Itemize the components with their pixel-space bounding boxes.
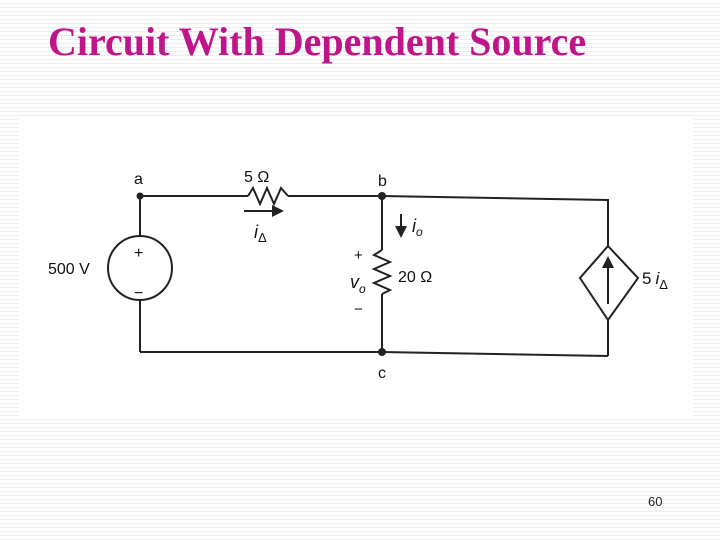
voltage-source-value: 500 V — [48, 261, 90, 278]
dependent-source-symbol: i — [655, 269, 660, 288]
slide-title: Circuit With Dependent Source — [48, 19, 587, 64]
wire-b-to-right — [381, 195, 609, 246]
v-o-label: vo — [350, 272, 366, 296]
i-delta-subscript: Δ — [258, 230, 267, 245]
dependent-source-coefficient: 5 — [642, 269, 651, 288]
i-o-subscript: o — [416, 225, 423, 239]
i-delta-label: iΔ — [254, 222, 267, 245]
voltage-source-plus: + — [134, 245, 143, 262]
dependent-source-subscript: Δ — [659, 277, 668, 292]
node-b-label: b — [378, 173, 387, 190]
i-delta-arrow-head — [272, 205, 284, 217]
node-a-label: a — [134, 171, 143, 188]
v-o-minus: − — [354, 301, 363, 318]
v-o-plus: + — [354, 247, 363, 264]
voltage-source-minus: − — [134, 285, 143, 302]
resistor-20-ohm — [371, 249, 393, 295]
i-o-arrow-shaft — [400, 214, 402, 232]
resistor-5-ohm — [247, 185, 289, 207]
i-delta-symbol: i — [254, 222, 259, 242]
node-c-dot — [378, 348, 386, 356]
node-a-dot — [136, 192, 144, 200]
series-resistor-value: 5 Ω — [244, 169, 269, 186]
page-number: 60 — [648, 494, 663, 509]
i-o-label: io — [412, 216, 423, 239]
i-delta-arrow-shaft — [244, 210, 280, 212]
node-c-label: c — [378, 365, 386, 382]
i-o-symbol: i — [412, 216, 417, 236]
dependent-source-arrow-head — [602, 256, 614, 268]
node-b-dot — [378, 192, 386, 200]
i-o-arrow-head — [395, 226, 407, 238]
wire-bottom — [140, 351, 609, 357]
v-o-symbol: v — [350, 272, 360, 292]
v-o-subscript: o — [359, 282, 366, 296]
shunt-resistor-value: 20 Ω — [398, 269, 432, 286]
